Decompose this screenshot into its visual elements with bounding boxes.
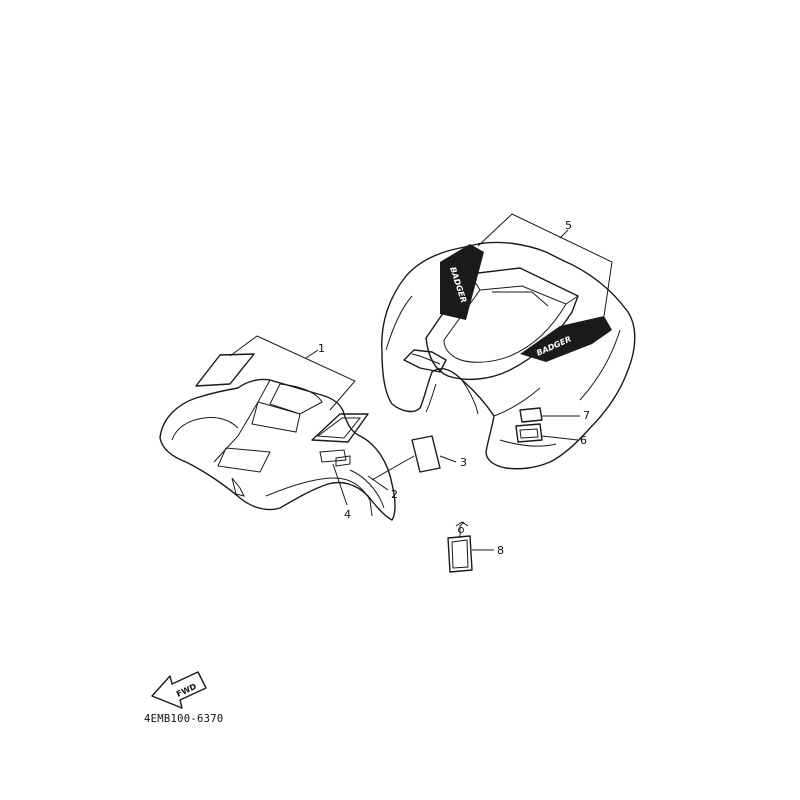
callout-5-leader <box>477 213 613 317</box>
decal-1 <box>195 353 369 443</box>
rear-fender <box>381 241 636 470</box>
callout-5: 5 <box>565 219 572 232</box>
callout-1-leader <box>229 335 356 411</box>
callout-1: 1 <box>318 342 325 355</box>
decal-3 <box>411 435 457 473</box>
callout-4: 4 <box>344 508 351 521</box>
callout-7: 7 <box>583 409 590 422</box>
hang-tag-8 <box>447 521 494 573</box>
callout-2-leader <box>367 455 415 491</box>
fwd-arrow-icon: FWD <box>151 671 207 709</box>
callout-3: 3 <box>460 456 467 469</box>
callout-2: 2 <box>391 488 398 501</box>
rear-decal-right: BADGER <box>520 316 612 362</box>
label-7 <box>519 407 580 423</box>
callout-8: 8 <box>497 544 504 557</box>
front-fender <box>159 378 396 521</box>
callout-4-leader <box>332 463 348 506</box>
rear-decal-left: BADGER <box>440 244 484 320</box>
label-6 <box>515 423 579 443</box>
diagram-code: 4EMB100-6370 <box>144 713 223 725</box>
callout-6: 6 <box>580 434 587 447</box>
